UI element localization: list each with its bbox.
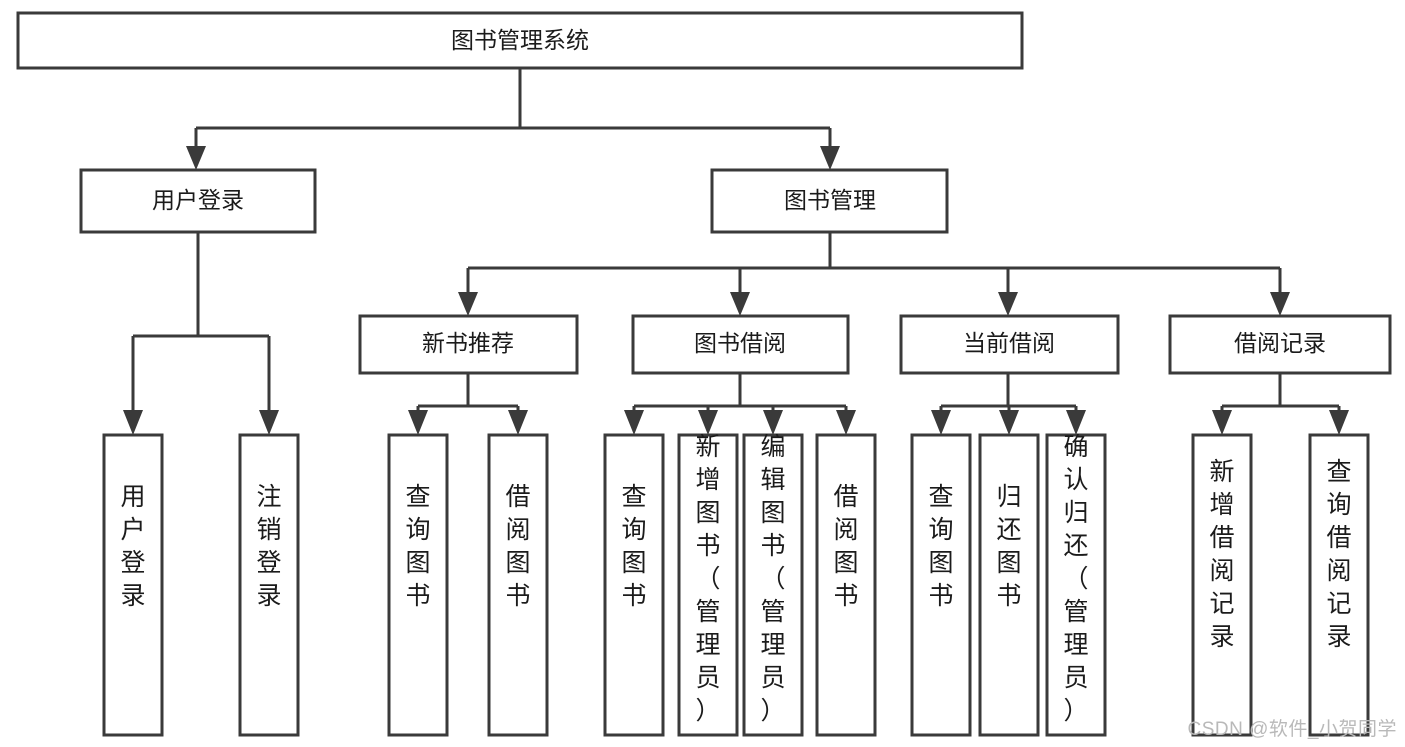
leaf-book-borrow-borrow[interactable]: 借阅图书	[815, 433, 877, 737]
leaf-box[interactable]	[1191, 433, 1253, 737]
node-book-manage-label: 图书管理	[784, 187, 876, 213]
arrow-leaf-borrow-record-2	[1329, 410, 1349, 435]
leaf-label: 新增图书（管理员）	[695, 433, 720, 725]
arrow-leaf-new-book-2	[508, 410, 528, 435]
node-root-label: 图书管理系统	[451, 27, 589, 53]
leaf-box[interactable]	[102, 433, 164, 737]
leaf-current-borrow-confirm[interactable]: 确认归还（管理员）	[1045, 433, 1107, 737]
leaf-label: 查询图书	[928, 483, 953, 610]
node-book-borrow[interactable]: 图书借阅	[631, 314, 850, 375]
node-current-borrow[interactable]: 当前借阅	[899, 314, 1120, 375]
leaf-book-borrow-query[interactable]: 查询图书	[603, 433, 665, 737]
arrow-leaf-current-borrow-2	[999, 410, 1019, 435]
node-user-login-label: 用户登录	[152, 187, 244, 213]
leaf-box[interactable]	[910, 433, 972, 737]
node-root[interactable]: 图书管理系统	[16, 11, 1024, 70]
leaf-box[interactable]	[487, 433, 549, 737]
node-current-borrow-label: 当前借阅	[963, 330, 1055, 356]
leaf-box[interactable]	[387, 433, 449, 737]
arrow-to-book-borrow	[730, 292, 750, 316]
leaf-label: 编辑图书（管理员）	[760, 433, 785, 725]
leaf-current-borrow-return[interactable]: 归还图书	[978, 433, 1040, 737]
node-borrow-record-box[interactable]	[1168, 314, 1392, 375]
leaf-label: 确认归还（管理员）	[1063, 433, 1088, 725]
leaf-box[interactable]	[742, 433, 804, 737]
node-new-book-recommend[interactable]: 新书推荐	[358, 314, 579, 375]
leaf-new-book-borrow[interactable]: 借阅图书	[487, 433, 549, 737]
arrow-leaf-book-borrow-2	[698, 410, 718, 435]
leaf-box[interactable]	[978, 433, 1040, 737]
leaf-book-borrow-edit[interactable]: 编辑图书（管理员）	[742, 433, 804, 737]
leaf-box[interactable]	[238, 433, 300, 737]
connector-layer	[123, 68, 1349, 435]
leaf-new-book-query[interactable]: 查询图书	[387, 433, 449, 737]
leaf-box[interactable]	[603, 433, 665, 737]
node-book-manage[interactable]: 图书管理	[710, 168, 949, 234]
leaf-box[interactable]	[1308, 433, 1370, 737]
arrow-leaf-book-borrow-1	[624, 410, 644, 435]
arrow-leaf-book-borrow-4	[836, 410, 856, 435]
leaf-book-borrow-add[interactable]: 新增图书（管理员）	[677, 433, 739, 737]
node-borrow-record-label: 借阅记录	[1234, 330, 1326, 356]
node-user-login-box[interactable]	[79, 168, 317, 234]
leaf-label: 用户登录	[120, 483, 145, 610]
arrow-to-current-borrow	[998, 292, 1018, 316]
leaf-current-borrow-query[interactable]: 查询图书	[910, 433, 972, 737]
node-book-borrow-label: 图书借阅	[694, 330, 786, 356]
leaf-label: 查询借阅记录	[1326, 458, 1351, 651]
node-book-manage-box[interactable]	[710, 168, 949, 234]
leaf-label: 查询图书	[405, 483, 430, 610]
arrow-leaf-new-book-1	[408, 410, 428, 435]
leaf-box[interactable]	[1045, 433, 1107, 737]
leaf-label: 归还图书	[996, 483, 1021, 610]
arrow-to-book-manage	[820, 146, 840, 170]
arrow-leaf-current-borrow-1	[931, 410, 951, 435]
arrow-to-new-book	[458, 292, 478, 316]
leaf-label: 借阅图书	[505, 483, 530, 610]
arrow-leaf-user-login-2	[259, 410, 279, 435]
node-new-book-recommend-box[interactable]	[358, 314, 579, 375]
leaf-box[interactable]	[815, 433, 877, 737]
node-book-borrow-box[interactable]	[631, 314, 850, 375]
node-current-borrow-box[interactable]	[899, 314, 1120, 375]
leaf-user-login-login[interactable]: 用户登录	[102, 433, 164, 737]
leaf-borrow-record-query[interactable]: 查询借阅记录	[1308, 433, 1370, 737]
leaf-label: 借阅图书	[833, 483, 858, 610]
leaf-label: 新增借阅记录	[1209, 458, 1234, 651]
arrow-leaf-borrow-record-1	[1212, 410, 1232, 435]
arrow-leaf-user-login-1	[123, 410, 143, 435]
arrow-leaf-book-borrow-3	[763, 410, 783, 435]
node-user-login[interactable]: 用户登录	[79, 168, 317, 234]
node-new-book-recommend-label: 新书推荐	[422, 330, 514, 356]
arrow-to-user-login	[186, 146, 206, 170]
arrow-to-borrow-record	[1270, 292, 1290, 316]
leaf-box[interactable]	[677, 433, 739, 737]
node-borrow-record[interactable]: 借阅记录	[1168, 314, 1392, 375]
leaf-borrow-record-add[interactable]: 新增借阅记录	[1191, 433, 1253, 737]
node-root-box[interactable]	[16, 11, 1024, 70]
leaf-label: 查询图书	[621, 483, 646, 610]
leaf-label: 注销登录	[256, 483, 281, 610]
leaf-user-login-logout[interactable]: 注销登录	[238, 433, 300, 737]
arrow-leaf-current-borrow-3	[1066, 410, 1086, 435]
csdn-watermark: CSDN @软件_小贺同学	[1187, 719, 1397, 740]
